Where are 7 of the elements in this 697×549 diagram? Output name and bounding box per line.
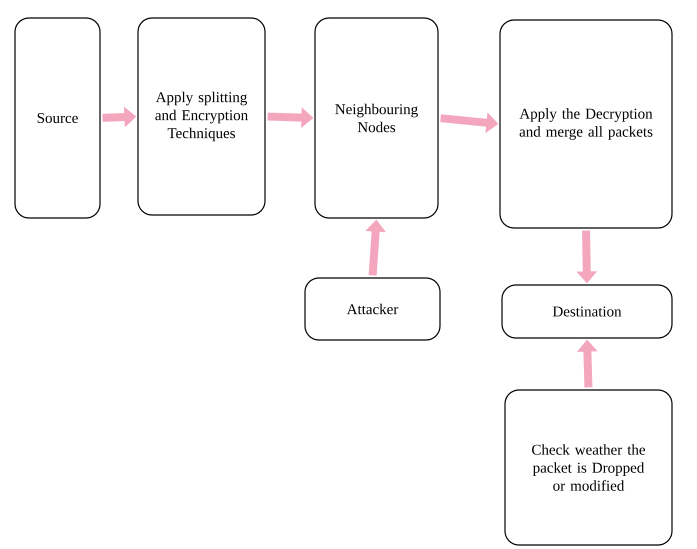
process-box: Destination <box>501 284 673 339</box>
process-box: Apply the Decryption and merge all packets <box>499 19 673 229</box>
process-box: Neighbouring Nodes <box>314 17 439 219</box>
process-box: Check weather the packet is Dropped or modified <box>504 389 673 546</box>
process-box: Source <box>14 17 101 219</box>
process-box: Attacker <box>304 277 441 341</box>
process-box: Apply splitting and Encryption Techniques <box>137 17 266 216</box>
